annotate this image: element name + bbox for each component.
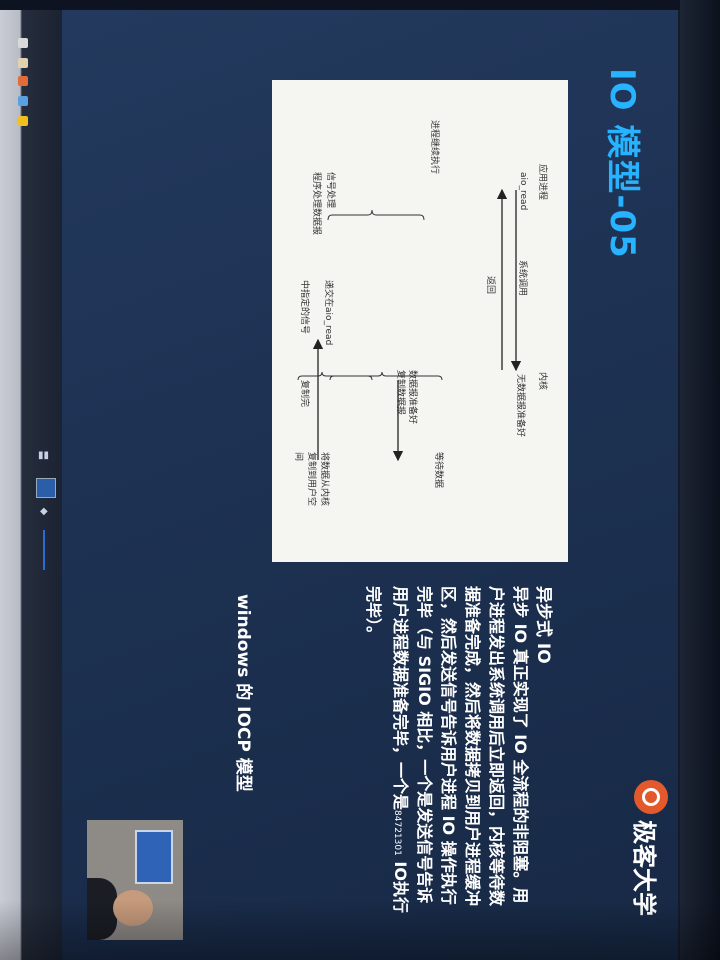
label-copy-kernel-user: 将数据从内核复制到用户空间 [293,452,329,507]
label-return: 返回 [485,276,495,295]
label-process-continue: 进程继续执行 [429,120,439,175]
label-program-process: 程序处理数据报 [311,172,321,236]
label-signal-handler: 信号处理 [325,172,335,209]
background-screen [135,830,173,884]
toolbar-icon[interactable] [18,38,28,48]
bottom-note: windows 的 IOCP 模型 [233,594,253,792]
toolbar-icon[interactable] [18,96,28,106]
label-data-ready: 数据报准备好 [407,370,417,425]
progress-bar[interactable] [43,530,45,570]
monitor-edge [680,0,720,960]
watermark-number: 84721301 [392,810,402,856]
shadow [0,900,720,960]
label-kernel: 内核 [537,372,547,391]
slide-title: IO 模型-05 [602,68,642,259]
toolbar-icon[interactable] [18,76,28,86]
label-aio-read: aio_read [518,172,528,211]
label-copy-done: 复制完 [299,380,309,408]
paragraph-text: 异步 IO 真正实现了 IO 全流程的非阻塞。用户进程发出系统调用后立即返回，内… [391,586,530,907]
label-specified-signal: 中指定的信号 [299,280,309,335]
monitor-bezel [0,0,720,10]
label-app-process: 应用进程 [537,164,547,201]
prev-icon[interactable]: ▮▮ [38,450,50,461]
paragraph: 异步 IO 真正实现了 IO 全流程的非阻塞。用户进程发出系统调用后立即返回，内… [361,586,532,916]
label-wait-data: 等待数据 [433,452,443,489]
player-side-panel: ▮▮ ◆ [0,10,62,960]
diagram-arrows [297,188,522,462]
label-copy-data: 复制数据报 [395,370,405,416]
toolbar-icon[interactable] [18,58,28,68]
toolbar-icon[interactable] [18,116,28,126]
play-pause-button[interactable] [36,478,56,498]
label-system-call: 系统调用 [517,260,527,297]
aio-diagram: 应用进程 内核 aio_read 系统调用 无数据报准备好 返回 等待数据 进程… [272,80,568,562]
section-heading: 异步式 IO [533,586,553,664]
volume-icon[interactable]: ◆ [40,506,48,517]
slide-content: IO 模型-05 应用进程 内核 aio_read [62,10,678,960]
brand-logo-icon [634,780,668,814]
label-no-data-ready: 无数据报准备好 [515,374,525,438]
label-deliver-signal: 递交在aio_read [323,280,333,346]
slide: IO 模型-05 应用进程 内核 aio_read [62,10,678,960]
